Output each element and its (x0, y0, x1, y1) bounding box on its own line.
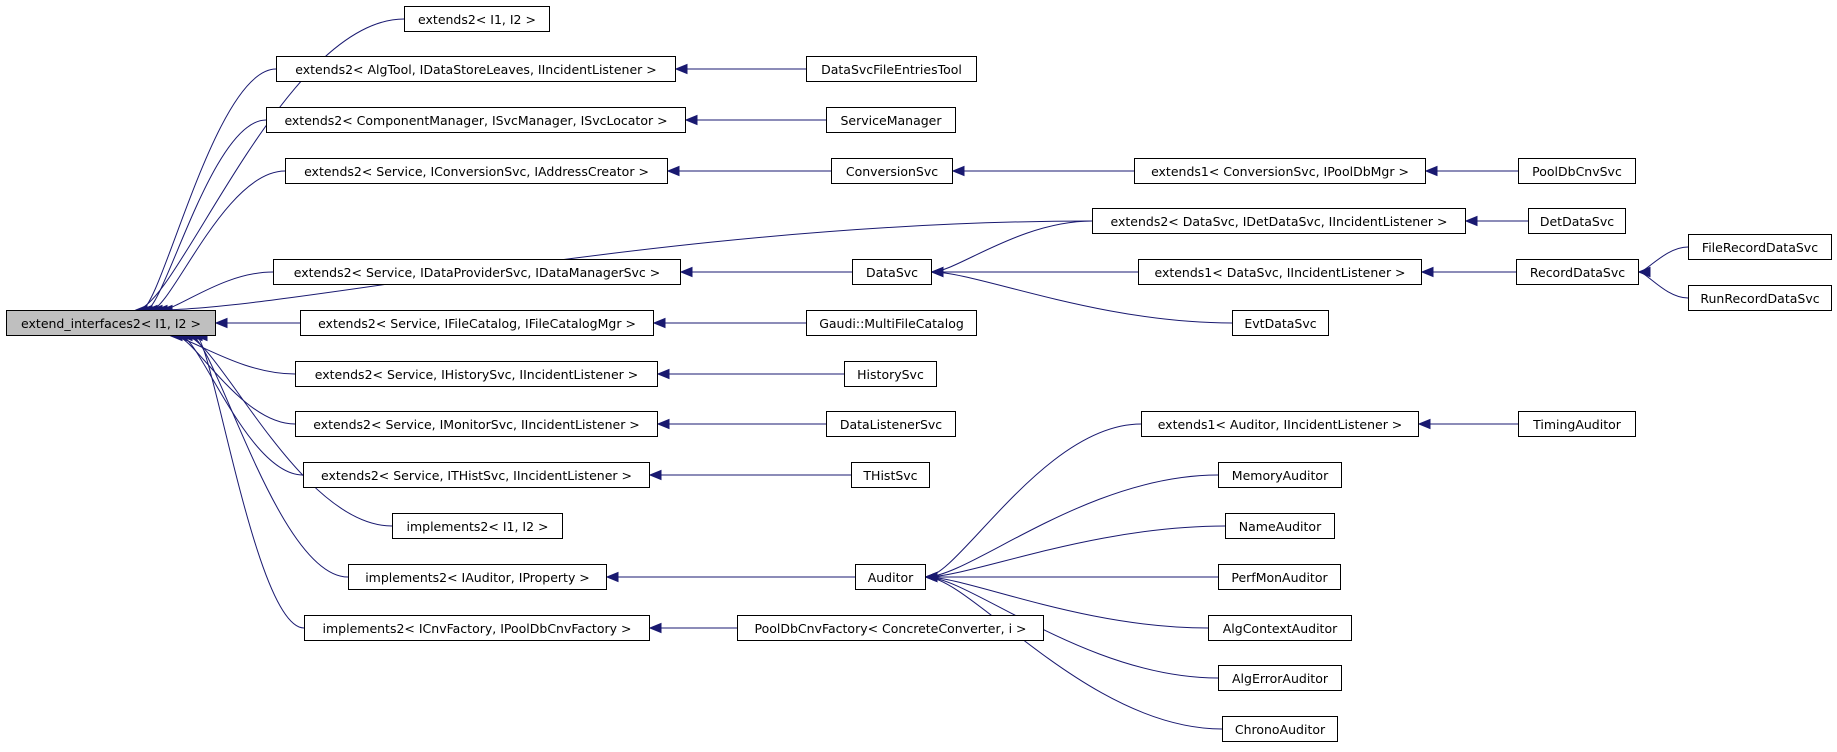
edge-ext2_thist-to-root (180, 335, 304, 476)
node-extends2-filecatalog[interactable]: extends2< Service, IFileCatalog, IFileCa… (300, 310, 654, 336)
edge-ext2_i1i2-to-root (135, 18, 405, 311)
edge-ext2_monitor-to-root (175, 335, 296, 425)
node-extends2-algtool[interactable]: extends2< AlgTool, IDataStoreLeaves, IIn… (276, 56, 676, 82)
node-extends2-datasvc-detdatasvc[interactable]: extends2< DataSvc, IDetDataSvc, IInciden… (1092, 208, 1466, 234)
node-nameauditor[interactable]: NameAuditor (1225, 513, 1335, 539)
edge-algcontextauditor-to-auditor (925, 576, 1209, 629)
edge-evtdatasvc-to-datasvc (931, 271, 1233, 324)
arrowhead-ext2_compmgr (684, 114, 698, 126)
edge-filerecorddatasvc-to-recorddatasvc (1638, 246, 1689, 273)
node-extends2-conversionsvc[interactable]: extends2< Service, IConversionSvc, IAddr… (285, 158, 668, 184)
node-extends2-monitorsvc[interactable]: extends2< Service, IMonitorSvc, IInciden… (295, 411, 658, 437)
arrowhead-auditor (924, 571, 938, 583)
arrowhead-conversionsvc (951, 165, 965, 177)
arrowhead-impl2_cnvfactory (648, 622, 662, 634)
node-conversionsvc[interactable]: ConversionSvc (831, 158, 953, 184)
edge-impl2_auditor-to-root (190, 335, 349, 578)
node-extends2-i1-i2[interactable]: extends2< I1, I2 > (404, 6, 550, 32)
node-detdatasvc[interactable]: DetDataSvc (1528, 208, 1626, 234)
node-evtdatasvc[interactable]: EvtDataSvc (1232, 310, 1329, 336)
edge-ext2_convsvc-to-root (150, 170, 286, 311)
node-perfmonauditor[interactable]: PerfMonAuditor (1218, 564, 1341, 590)
arrowhead-ext2_thist (648, 469, 662, 481)
edge-ext2_algtool-to-root (140, 68, 277, 311)
arrowhead-recorddatasvc (1637, 266, 1651, 278)
node-timingauditor[interactable]: TimingAuditor (1518, 411, 1636, 437)
node-recorddatasvc[interactable]: RecordDataSvc (1516, 259, 1639, 285)
node-extends2-thistsvc[interactable]: extends2< Service, ITHistSvc, IIncidentL… (303, 462, 650, 488)
node-auditor[interactable]: Auditor (855, 564, 926, 590)
node-extends1-datasvc[interactable]: extends1< DataSvc, IIncidentListener > (1138, 259, 1422, 285)
node-servicemanager[interactable]: ServiceManager (826, 107, 956, 133)
node-implements2-icnvfactory[interactable]: implements2< ICnvFactory, IPoolDbCnvFact… (304, 615, 650, 641)
arrowhead-ext1_datasvc (1420, 266, 1434, 278)
arrowhead-ext2_monitor (656, 418, 670, 430)
node-datasvcfileentriestool[interactable]: DataSvcFileEntriesTool (806, 56, 977, 82)
arrowhead-ext2_algtool (674, 63, 688, 75)
edge-ext2_datasvc_det-to-datasvc (931, 220, 1093, 273)
edge-nameauditor-to-auditor (925, 525, 1226, 578)
edge-ext2_dataprov-to-root (160, 271, 274, 311)
node-extends1-auditor[interactable]: extends1< Auditor, IIncidentListener > (1141, 411, 1419, 437)
node-datasvc[interactable]: DataSvc (852, 259, 932, 285)
edge-ext1_auditor-to-auditor (925, 423, 1142, 578)
node-algerrorauditor[interactable]: AlgErrorAuditor (1218, 665, 1342, 691)
node-algcontextauditor[interactable]: AlgContextAuditor (1208, 615, 1352, 641)
node-memoryauditor[interactable]: MemoryAuditor (1218, 462, 1342, 488)
node-extends1-conversionsvc[interactable]: extends1< ConversionSvc, IPoolDbMgr > (1134, 158, 1426, 184)
node-filerecorddatasvc[interactable]: FileRecordDataSvc (1688, 234, 1832, 260)
node-historysvc[interactable]: HistorySvc (844, 361, 937, 387)
arrowhead-ext2_datasvc_det (1464, 215, 1478, 227)
arrowhead-ext2_hist (656, 368, 670, 380)
arrowhead-ext2_convsvc (666, 165, 680, 177)
node-extends2-dataprovidersvc[interactable]: extends2< Service, IDataProviderSvc, IDa… (273, 259, 681, 285)
edge-impl2_cnvfactory-to-root (195, 335, 305, 629)
node-implements2-i1-i2[interactable]: implements2< I1, I2 > (392, 513, 563, 539)
node-thistsvc[interactable]: THistSvc (851, 462, 930, 488)
arrowhead-datasvc (930, 266, 944, 278)
node-extend-interfaces2[interactable]: extend_interfaces2< I1, I2 > (6, 310, 216, 336)
node-implements2-iauditor[interactable]: implements2< IAuditor, IProperty > (348, 564, 607, 590)
node-extends2-historysvc[interactable]: extends2< Service, IHistorySvc, IInciden… (295, 361, 658, 387)
node-runrecorddatasvc[interactable]: RunRecordDataSvc (1688, 285, 1832, 311)
edge-runrecorddatasvc-to-recorddatasvc (1638, 271, 1689, 299)
arrowhead-root (214, 317, 228, 329)
arrowhead-ext2_dataprov (679, 266, 693, 278)
arrowhead-impl2_auditor (605, 571, 619, 583)
arrowhead-ext2_filecat (652, 317, 666, 329)
node-chronoauditor[interactable]: ChronoAuditor (1222, 716, 1338, 742)
node-datalistenersvc[interactable]: DataListenerSvc (826, 411, 956, 437)
edge-ext2_compmgr-to-root (145, 119, 267, 311)
node-extends2-componentmanager[interactable]: extends2< ComponentManager, ISvcManager,… (266, 107, 686, 133)
edge-memoryauditor-to-auditor (925, 474, 1219, 578)
edge-chronoauditor-to-auditor (925, 576, 1223, 730)
node-gaudi-multifilecatalog[interactable]: Gaudi::MultiFileCatalog (806, 310, 977, 336)
node-pooldbcnvsvc[interactable]: PoolDbCnvSvc (1518, 158, 1636, 184)
arrowhead-ext1_auditor (1417, 418, 1431, 430)
node-pooldbcnvfactory[interactable]: PoolDbCnvFactory< ConcreteConverter, i > (737, 615, 1044, 641)
arrowhead-ext1_convsvc (1424, 165, 1438, 177)
